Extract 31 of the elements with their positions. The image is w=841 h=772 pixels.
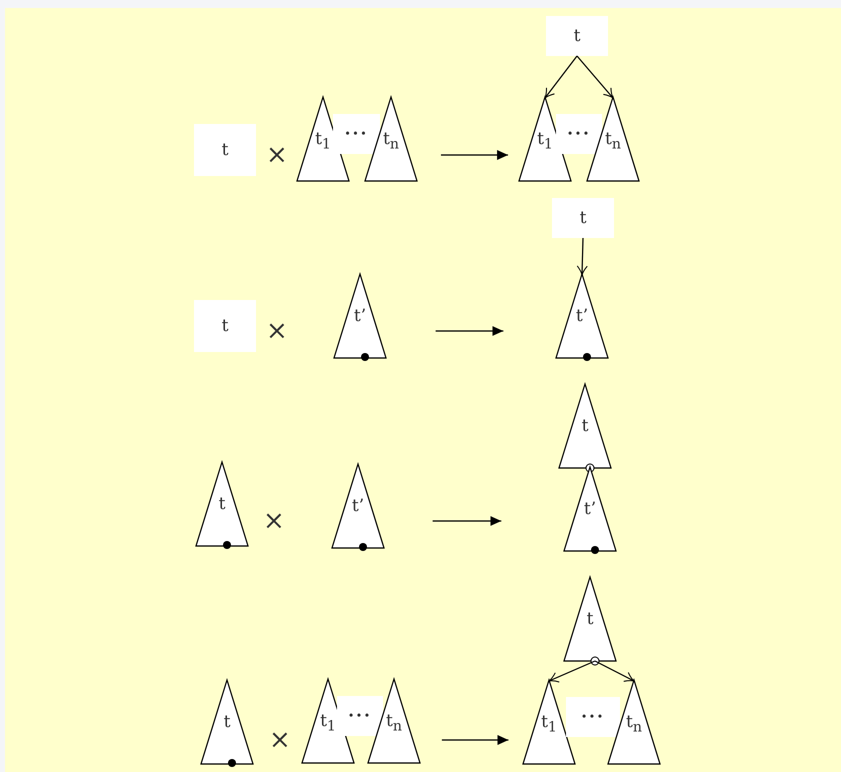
tree-label: t$_{n}$ xyxy=(385,713,403,734)
ellipsis-box: ··· xyxy=(333,114,380,154)
arrow xyxy=(442,735,508,745)
ellipsis-box: ··· xyxy=(337,696,383,736)
times-sign: × xyxy=(263,508,285,534)
node-box: t xyxy=(194,124,256,176)
tree-label: t’ xyxy=(582,501,598,518)
node-box: t xyxy=(552,198,614,238)
tree-label: t’ xyxy=(574,308,590,325)
arrow xyxy=(440,150,508,160)
tree-label: t xyxy=(218,496,226,513)
node-box: t xyxy=(546,16,608,56)
times-sign: × xyxy=(266,142,288,168)
ellipsis-box: ··· xyxy=(566,697,620,737)
ellipsis-box: ··· xyxy=(556,114,602,154)
arrow xyxy=(432,516,502,526)
node-box: t xyxy=(194,300,256,352)
tree-label: t$_{1}$ xyxy=(536,131,554,152)
tree-label: t$_{1}$ xyxy=(314,131,332,152)
tree-label: t$_{n}$ xyxy=(604,131,622,152)
tree-label: t xyxy=(580,418,590,435)
times-sign: × xyxy=(269,727,291,753)
arrow xyxy=(436,326,504,336)
times-sign: × xyxy=(266,318,288,344)
tree-label: t$_{n}$ xyxy=(382,131,400,152)
tree-label: t xyxy=(222,714,232,731)
tree-label: t$_{1}$ xyxy=(540,714,558,735)
tree-label: t’ xyxy=(350,498,366,515)
tree-label: t$_{n}$ xyxy=(625,714,643,735)
tree-label: t’ xyxy=(352,308,368,325)
tree-label: t xyxy=(586,611,594,628)
